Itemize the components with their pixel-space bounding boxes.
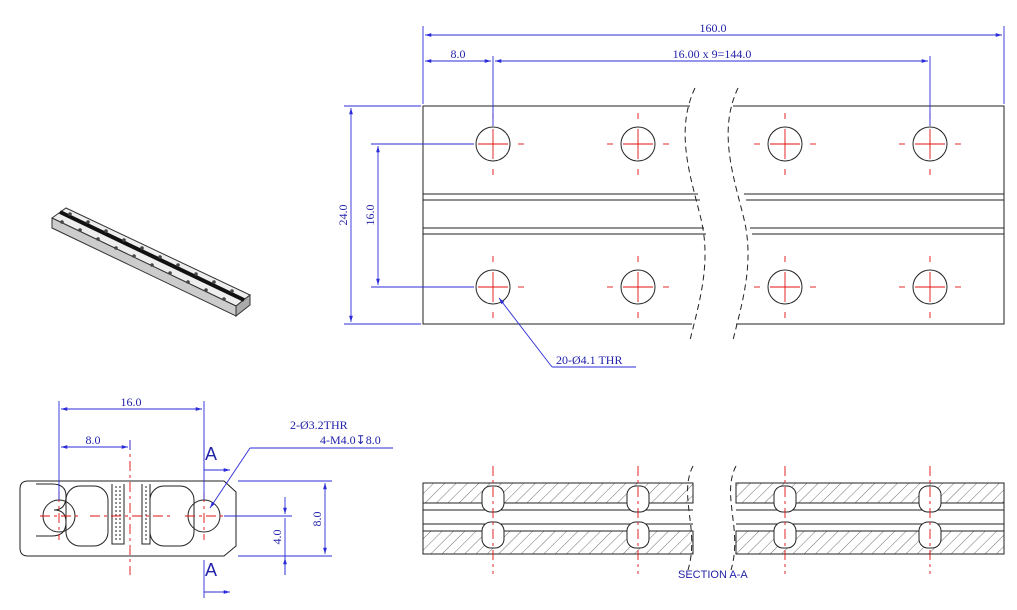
section-mark-bottom: A (205, 560, 217, 580)
section-mark-top: A (205, 444, 217, 464)
end-hole-callout-1: 2-Ø3.2THR (290, 418, 348, 432)
section-view: SECTION A-A (422, 465, 1005, 581)
top-view-holes (462, 113, 961, 318)
dim-pitch: 16.00 x 9=144.0 (673, 47, 752, 61)
dim-hole-spacing: 16.0 (363, 205, 377, 226)
isometric-view (51, 207, 251, 318)
dim-end-width: 16.0 (121, 395, 142, 409)
hole-callout: 20-Ø4.1 THR (556, 353, 622, 367)
dim-overall-length: 160.0 (700, 21, 727, 35)
end-view: 16.0 8.0 8.0 4.0 2-Ø3.2THR 4-M4.0↧8.0 A … (19, 395, 393, 598)
section-label: SECTION A-A (678, 569, 748, 581)
dim-end-half-height: 4.0 (270, 530, 284, 545)
dim-height: 24.0 (336, 205, 350, 226)
top-view: 160.0 8.0 16.00 x 9=144.0 24.0 16.0 20-Ø… (336, 21, 1005, 368)
dim-end-height: 8.0 (310, 512, 324, 527)
dim-end-offset: 8.0 (451, 47, 466, 61)
dim-end-center: 8.0 (86, 433, 101, 447)
end-hole-callout-2: 4-M4.0↧8.0 (320, 433, 381, 447)
